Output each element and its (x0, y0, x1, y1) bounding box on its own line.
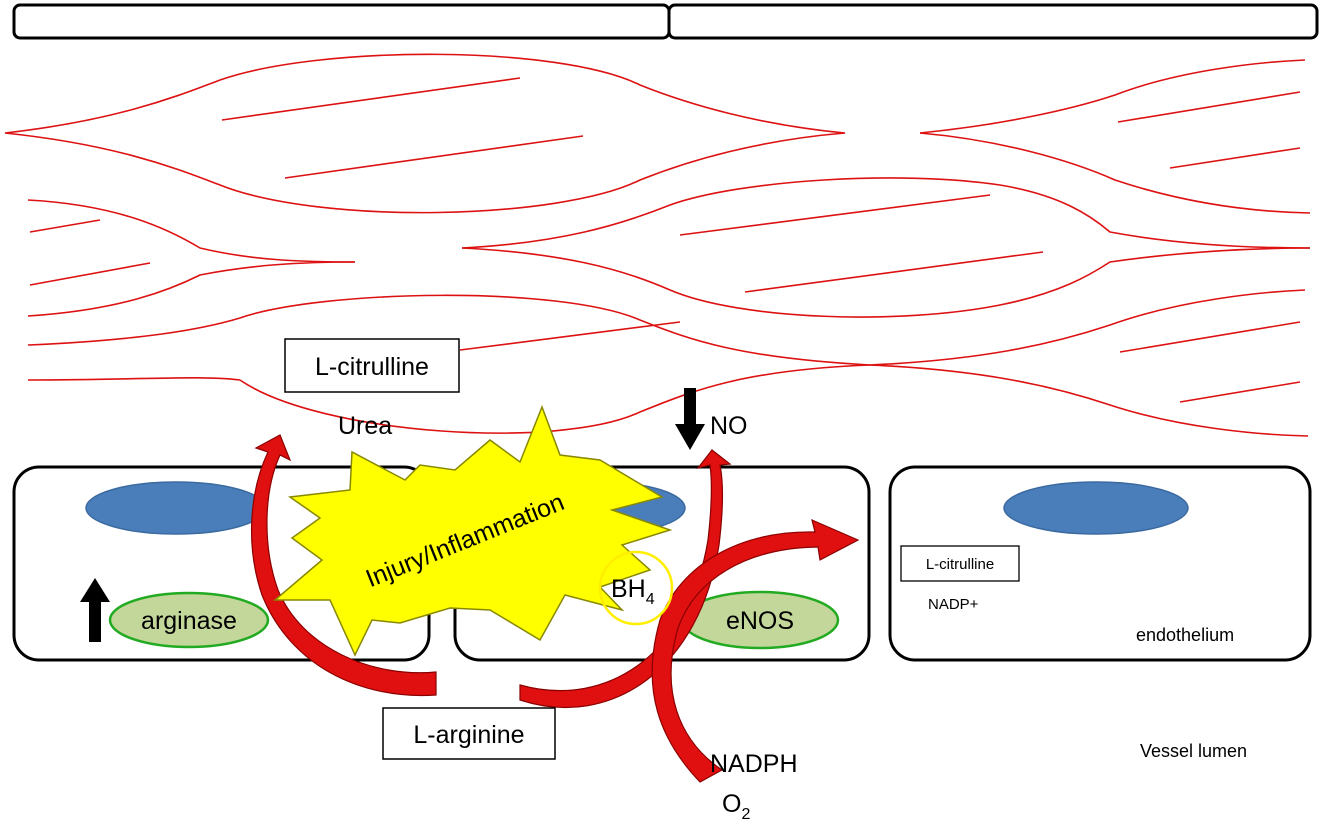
muscle-fibril (1179, 381, 1301, 403)
muscle-fibril (29, 262, 151, 286)
nucleus-right (1003, 481, 1189, 535)
up-arrow-icon (80, 578, 110, 642)
bh4-label: BH4 (611, 575, 655, 608)
smooth-muscle-cell (461, 177, 1311, 249)
starburst-shape (272, 404, 673, 657)
down-arrow-icon (675, 388, 705, 450)
endothelium-label: endothelium (1136, 625, 1234, 645)
smooth-muscle-cell (919, 59, 1306, 134)
nadp-plus-label: NADP+ (928, 596, 979, 613)
injury-starburst: Injury/Inflammation (272, 404, 673, 657)
smooth-muscle-layer (4, 53, 1311, 437)
enos-label: eNOS (726, 607, 794, 635)
top-band-right (667, 3, 1319, 40)
muscle-fibril (679, 194, 991, 236)
smooth-muscle-cell (27, 199, 356, 263)
bh4-cofactor: BH4 (598, 550, 674, 626)
smooth-muscle-cell (27, 376, 241, 381)
bh4-ring (598, 550, 674, 626)
nucleus-left (85, 481, 267, 535)
muscle-fibril (1117, 91, 1301, 123)
vessel-lumen-label: Vessel lumen (1140, 741, 1247, 761)
l-citrulline-top-label: L-citrulline (315, 353, 429, 381)
smooth-muscle-cell (919, 132, 1311, 214)
muscle-fibril (221, 77, 521, 121)
smooth-muscle-cell (239, 364, 871, 434)
muscle-fibril (744, 251, 1044, 293)
arginase-label: arginase (141, 607, 237, 635)
l-arginine-box: L-arginine (382, 707, 556, 760)
smooth-muscle-cell (27, 261, 356, 317)
top-band-left (12, 3, 671, 40)
muscle-fibril (1169, 147, 1301, 169)
reaction-arrows (251, 434, 860, 783)
smooth-muscle-cell (27, 294, 871, 366)
arginase-arrow (251, 434, 437, 697)
smooth-muscle-cell (869, 289, 1306, 366)
muscle-fibril (29, 219, 101, 233)
arginase-ellipse (108, 591, 270, 649)
l-citrulline-top-box: L-citrulline (284, 338, 460, 393)
l-citrulline-right-label: L-citrulline (926, 556, 994, 573)
nadph-arrow (651, 518, 860, 783)
enzymes: arginase eNOS (108, 590, 840, 650)
smooth-muscle-cell (461, 247, 1311, 318)
l-citrulline-right-box: L-citrulline (900, 545, 1020, 582)
muscle-fibril (1119, 321, 1301, 353)
no-label: NO (710, 412, 748, 440)
l-arginine-label: L-arginine (413, 721, 524, 749)
top-layer-band (12, 3, 1319, 40)
nadph-label: NADPH (710, 750, 798, 778)
endothelial-cell-right (888, 465, 1312, 662)
o2-label: O2 (722, 790, 750, 823)
muscle-fibril (284, 135, 584, 179)
urea-label: Urea (338, 412, 392, 440)
muscle-fibril (459, 321, 681, 351)
smooth-muscle-cell (4, 53, 846, 214)
smooth-muscle-cell (869, 364, 1309, 437)
